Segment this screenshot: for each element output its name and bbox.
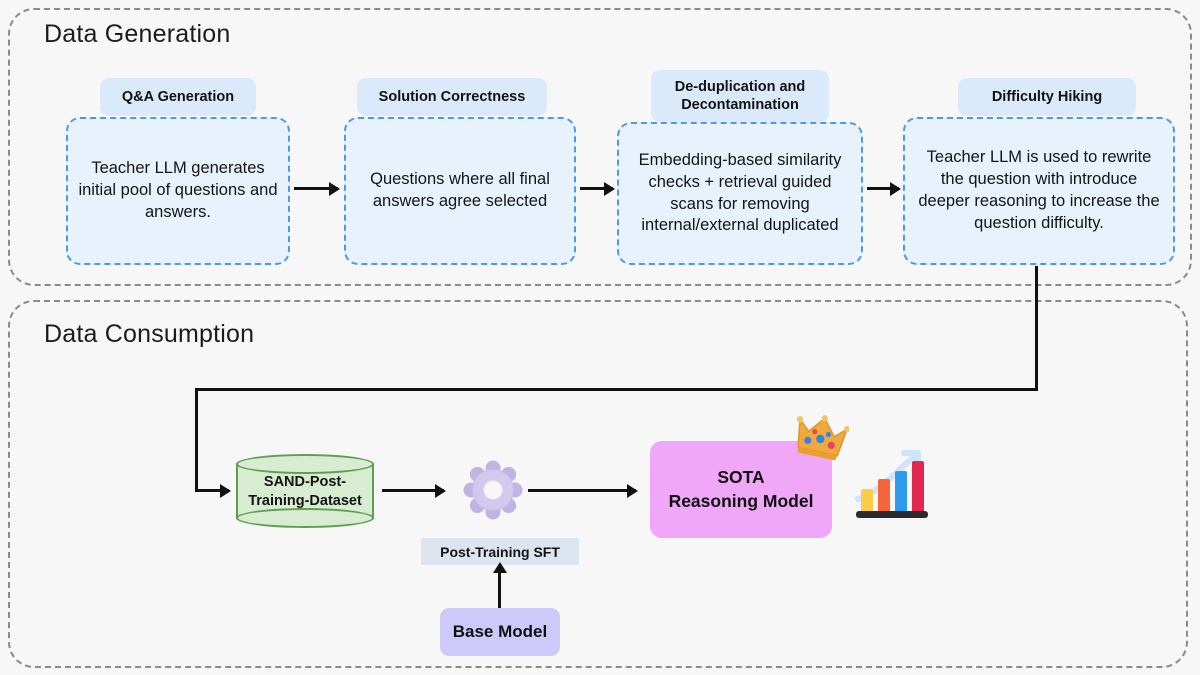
dataset-label-line1: SAND-Post- bbox=[263, 474, 347, 491]
connector-dataset-drop-vertical bbox=[195, 388, 198, 490]
arrow-base-model-to-sft bbox=[498, 572, 501, 608]
section-data-consumption bbox=[8, 300, 1188, 668]
arrow-stage3-to-stage4 bbox=[867, 187, 899, 190]
arrow-into-dataset bbox=[195, 489, 229, 492]
arrow-stage2-to-stage3 bbox=[580, 187, 613, 190]
sota-label-line2: Reasoning Model bbox=[668, 490, 814, 511]
cylinder-top-ellipse bbox=[236, 454, 374, 474]
connector-difficulty-to-dataset-horizontal bbox=[195, 388, 1038, 391]
post-training-sft-badge: Post-Training SFT bbox=[421, 538, 579, 565]
arrow-stage1-to-stage2 bbox=[294, 187, 338, 190]
stage-body-qa-generation: Teacher LLM generates initial pool of qu… bbox=[66, 117, 290, 265]
dataset-label: SAND-Post- Training-Dataset bbox=[236, 470, 374, 514]
section-title-data-consumption: Data Consumption bbox=[44, 320, 255, 348]
stage-body-solution-correctness: Questions where all final answers agree … bbox=[344, 117, 576, 265]
base-model-box: Base Model bbox=[440, 608, 560, 656]
bar-chart-icon bbox=[848, 443, 930, 525]
arrow-gear-to-sota bbox=[528, 489, 636, 492]
section-title-data-generation: Data Generation bbox=[44, 20, 231, 48]
stage-body-difficulty-hiking: Teacher LLM is used to rewrite the quest… bbox=[903, 117, 1175, 265]
cylinder-bottom-ellipse bbox=[236, 508, 374, 528]
connector-difficulty-to-dataset-vertical bbox=[1035, 266, 1038, 390]
sota-reasoning-model-box: SOTA Reasoning Model bbox=[650, 441, 832, 538]
stage-badge-difficulty-hiking: Difficulty Hiking bbox=[958, 78, 1136, 116]
gear-icon bbox=[463, 460, 523, 520]
crown-icon bbox=[793, 412, 851, 461]
stage-body-dedup-decontamination: Embedding-based similarity checks + retr… bbox=[617, 122, 863, 265]
arrow-dataset-to-gear bbox=[382, 489, 444, 492]
dataset-label-line2: Training-Dataset bbox=[248, 493, 362, 509]
stage-badge-qa-generation: Q&A Generation bbox=[100, 78, 256, 116]
stage-badge-dedup-decontamination: De-duplication and Decontamination bbox=[651, 70, 829, 122]
sota-label-line1: SOTA bbox=[717, 466, 765, 487]
dataset-cylinder: SAND-Post- Training-Dataset bbox=[236, 454, 374, 528]
stage-badge-solution-correctness: Solution Correctness bbox=[357, 78, 547, 116]
